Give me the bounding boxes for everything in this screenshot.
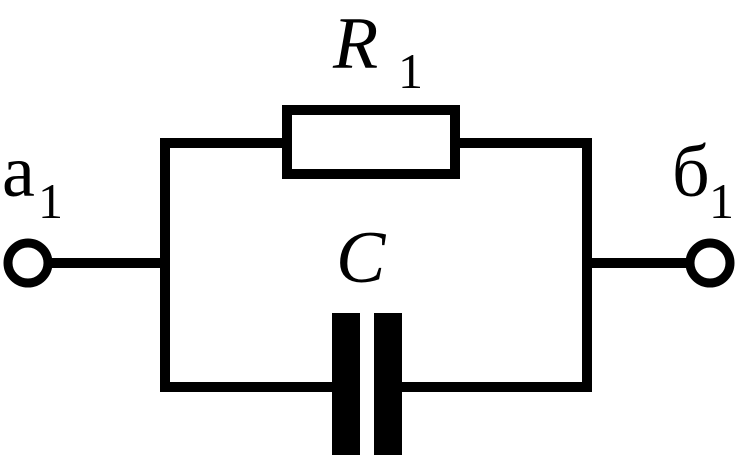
terminal-left <box>3 238 53 288</box>
resistor-label: R <box>332 3 378 85</box>
resistor-label-subscript: 1 <box>398 43 423 99</box>
capacitor-plate-left <box>332 313 360 455</box>
terminal-left-label-subscript: 1 <box>38 173 63 229</box>
terminal-right <box>685 238 735 288</box>
capacitor-label: C <box>336 217 387 299</box>
resistor-body <box>282 105 460 179</box>
terminal-right-label: б <box>672 131 710 213</box>
capacitor-plate-right <box>374 313 402 455</box>
terminal-right-label-subscript: 1 <box>709 173 734 229</box>
terminal-left-label: а <box>2 131 35 213</box>
